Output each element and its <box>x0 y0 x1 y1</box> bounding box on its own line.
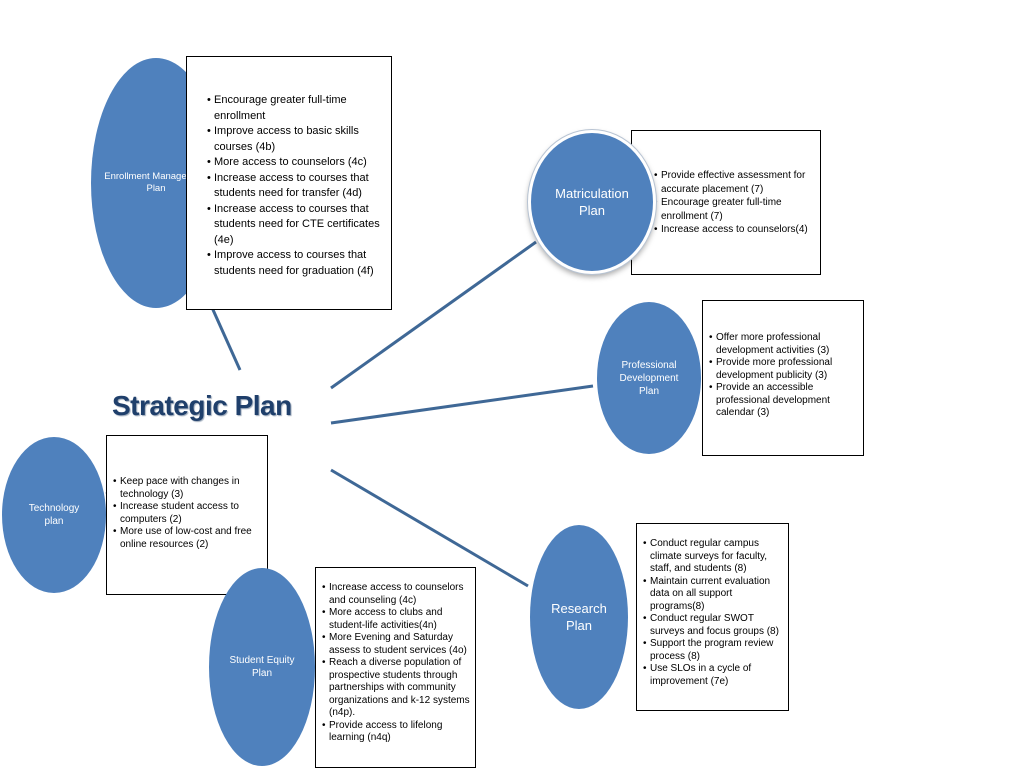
list-item: Increase access to courses that students… <box>207 171 385 202</box>
professional-development-box: Offer more professional development acti… <box>702 300 864 456</box>
matriculation-goals-list: Provide effective assessment for accurat… <box>654 169 814 237</box>
technology-goals-list: Keep pace with changes in technology (3)… <box>113 476 263 551</box>
technology-label: Technology plan <box>28 503 80 527</box>
connector-research <box>330 468 529 588</box>
student-equity-node: Student Equity Plan <box>209 568 315 766</box>
list-item: Provide effective assessment for accurat… <box>654 169 814 196</box>
list-item: Use SLOs in a cycle of improvement (7e) <box>643 663 784 688</box>
list-item: Conduct regular campus climate surveys f… <box>643 538 784 576</box>
list-item: Increase access to counselors(4) <box>654 223 814 237</box>
research-box: Conduct regular campus climate surveys f… <box>636 523 789 711</box>
student-equity-goals-list: Increase access to counselors and counse… <box>322 582 471 745</box>
professional-development-label: Professional Development Plan <box>619 359 679 397</box>
list-item: Improve access to courses that students … <box>207 248 385 279</box>
list-item: Increase access to courses that students… <box>207 202 385 249</box>
professional-development-node: Professional Development Plan <box>597 302 701 454</box>
list-item: More Evening and Saturday assess to stud… <box>322 632 471 657</box>
student-equity-label: Student Equity Plan <box>229 655 295 679</box>
list-item: Increase access to counselors and counse… <box>322 582 471 607</box>
list-item: Provide an accessible professional devel… <box>709 382 857 420</box>
research-goals-list: Conduct regular campus climate surveys f… <box>643 538 784 688</box>
research-label: Research Plan <box>551 601 607 633</box>
professional-goals-list: Offer more professional development acti… <box>709 332 857 420</box>
list-item: Maintain current evaluation data on all … <box>643 576 784 614</box>
diagram-title: Strategic Plan <box>112 390 292 421</box>
matriculation-label: Matriculation Plan <box>555 186 629 218</box>
research-node: Research Plan <box>530 525 628 709</box>
list-item: Reach a diverse population of prospectiv… <box>322 657 471 720</box>
enrollment-goals-list: Encourage greater full-time enrollment I… <box>207 93 385 279</box>
list-item: More access to counselors (4c) <box>207 155 385 171</box>
list-item: Offer more professional development acti… <box>709 332 857 357</box>
connector-professional <box>330 384 594 425</box>
list-item: Increase student access to computers (2) <box>113 501 263 526</box>
enrollment-management-box: Encourage greater full-time enrollment I… <box>186 56 392 310</box>
list-item: More access to clubs and student-life ac… <box>322 607 471 632</box>
connector-matriculation <box>330 240 537 390</box>
matriculation-box: Provide effective assessment for accurat… <box>631 130 821 275</box>
list-item: Provide access to lifelong learning (n4q… <box>322 720 471 745</box>
list-item: Support the program review process (8) <box>643 638 784 663</box>
list-item: More use of low-cost and free online res… <box>113 526 263 551</box>
list-item: Provide more professional development pu… <box>709 357 857 382</box>
technology-node: Technology plan <box>2 437 106 593</box>
enrollment-management-label: Enrollment Management Plan <box>104 171 208 194</box>
list-item: Conduct regular SWOT surveys and focus g… <box>643 613 784 638</box>
matriculation-node: Matriculation Plan <box>528 130 656 274</box>
list-item: Encourage greater full-time enrollment (… <box>654 196 814 223</box>
list-item: Keep pace with changes in technology (3) <box>113 476 263 501</box>
technology-box: Keep pace with changes in technology (3)… <box>106 435 268 595</box>
student-equity-box: Increase access to counselors and counse… <box>315 567 476 768</box>
list-item: Improve access to basic skills courses (… <box>207 124 385 155</box>
list-item: Encourage greater full-time enrollment <box>207 93 385 124</box>
